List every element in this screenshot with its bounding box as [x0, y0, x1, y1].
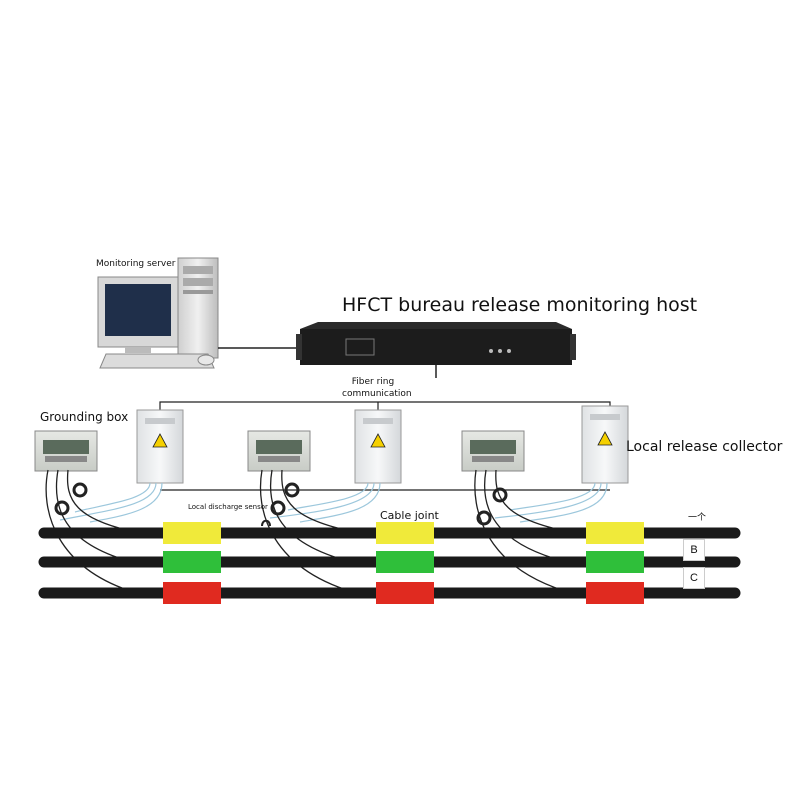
- ct-ring-icon: [72, 482, 88, 498]
- fiber-ring-label: Fiber ring communication: [342, 377, 412, 399]
- warning-triangle-icon: [370, 433, 386, 448]
- terminal-block: [256, 440, 302, 454]
- grounding-box: [461, 430, 525, 472]
- host-display: [345, 338, 375, 356]
- sensor-wiring: [59, 482, 608, 523]
- joint-phase-c: [376, 582, 434, 604]
- grounding-box-label: Grounding box: [40, 410, 129, 424]
- cable-joint-label: Cable joint: [380, 509, 439, 522]
- phase-a-label: 一个: [688, 513, 707, 523]
- terminal-block: [472, 456, 514, 462]
- phase-c-label: C: [683, 567, 705, 589]
- tower-bay: [183, 290, 213, 294]
- host-led: [498, 349, 502, 353]
- host-ear-right: [570, 334, 576, 360]
- ct-ring-icon: [270, 500, 286, 516]
- collector-plate: [363, 418, 393, 424]
- hfct-monitoring-host: [296, 322, 576, 365]
- collector-unit: [581, 405, 629, 484]
- host-label: HFCT bureau release monitoring host: [342, 294, 698, 316]
- terminal-block: [45, 456, 87, 462]
- monitoring-server-computer: [97, 257, 219, 369]
- host-led: [507, 349, 511, 353]
- host-top: [300, 322, 572, 329]
- monitor-stand: [125, 347, 151, 353]
- joint-phase-a: [163, 522, 221, 544]
- tower-bay: [183, 266, 213, 274]
- collector-unit: [354, 409, 402, 484]
- terminal-block: [470, 440, 516, 454]
- host-ear-left: [296, 334, 302, 360]
- joint-phase-a: [586, 522, 644, 544]
- ct-ring-icon: [284, 482, 300, 498]
- grounding-box: [247, 430, 311, 472]
- joint-phase-b: [163, 551, 221, 573]
- host-chassis: [300, 329, 572, 365]
- keyboard: [99, 353, 215, 369]
- cable-joints: [163, 522, 644, 604]
- monitoring-server-label: Monitoring server: [96, 259, 176, 269]
- grounding-box: [34, 430, 98, 472]
- warning-triangle-icon: [152, 433, 168, 448]
- joint-phase-a: [376, 522, 434, 544]
- tower-bay: [183, 278, 213, 286]
- joint-phase-b: [376, 551, 434, 573]
- ct-ring-icon: [54, 500, 70, 516]
- discharge-sensor-clip: [261, 519, 271, 527]
- collector-plate: [145, 418, 175, 424]
- joint-phase-b: [586, 551, 644, 573]
- discharge-sensor-label: Local discharge sensor: [188, 503, 268, 511]
- joint-phase-c: [586, 582, 644, 604]
- terminal-block: [43, 440, 89, 454]
- mouse: [197, 354, 215, 366]
- ct-sensors: [54, 482, 508, 526]
- joint-phase-c: [163, 582, 221, 604]
- host-led: [489, 349, 493, 353]
- collector-plate: [590, 414, 620, 420]
- ct-ring-icon: [476, 510, 492, 526]
- collector-unit: [136, 409, 184, 484]
- warning-triangle-icon: [597, 431, 613, 446]
- terminal-block: [258, 456, 300, 462]
- monitor-screen: [105, 284, 171, 336]
- ct-ring-icon: [492, 487, 508, 503]
- local-collector-label: Local release collector: [626, 439, 783, 455]
- server-tower: [177, 257, 219, 359]
- phase-b-label: B: [683, 539, 705, 561]
